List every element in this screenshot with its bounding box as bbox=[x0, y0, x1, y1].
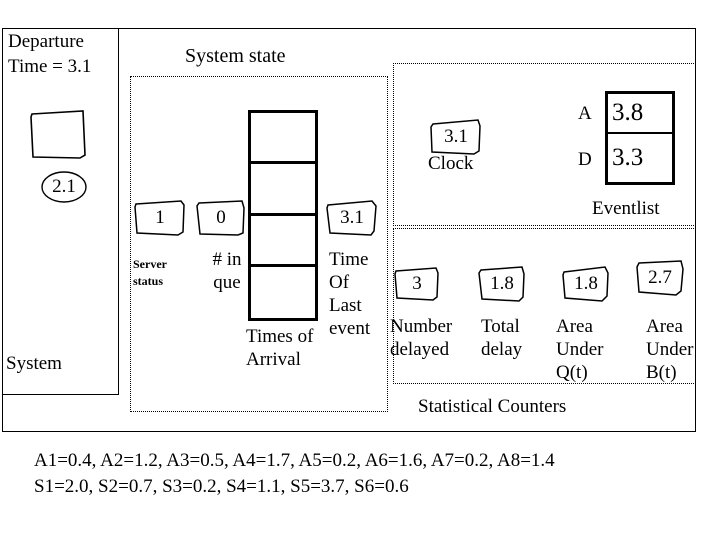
clock-caption: Clock bbox=[428, 153, 474, 174]
departure-line-2: Time = 3.1 bbox=[8, 56, 92, 77]
area-under-bt-caption: Area Under B(t) bbox=[646, 316, 694, 383]
server-rectangle bbox=[29, 107, 87, 162]
eventlist-cell-departure: 3.3 bbox=[612, 143, 644, 171]
system-state-panel bbox=[130, 76, 388, 412]
legend-arrivals: A1=0.4, A2=1.2, A3=0.5, A4=1.7, A5=0.2, … bbox=[34, 450, 555, 471]
system-state-title: System state bbox=[185, 45, 286, 67]
legend: A1=0.4, A2=1.2, A3=0.5, A4=1.7, A5=0.2, … bbox=[34, 448, 694, 500]
num-in-queue-box: 0 bbox=[196, 199, 246, 237]
server-status-box: 1 bbox=[134, 199, 186, 237]
queue-cell bbox=[251, 267, 315, 318]
area-under-qt-box: 1.8 bbox=[562, 265, 610, 303]
number-delayed-box: 3 bbox=[394, 265, 440, 303]
area-under-qt-caption: Area Under Q(t) bbox=[556, 316, 604, 383]
area-under-bt-value: 2.7 bbox=[648, 267, 672, 288]
server-status-caption: Server status bbox=[133, 257, 167, 288]
system-panel bbox=[2, 28, 119, 395]
queue-caption: Times of Arrival bbox=[246, 326, 314, 370]
server-box-value bbox=[29, 107, 87, 162]
eventlist-tag-arrival: A bbox=[578, 103, 592, 124]
time-of-last-event-value: 3.1 bbox=[340, 207, 364, 228]
area-under-qt-value: 1.8 bbox=[574, 273, 598, 294]
clock-box: 3.1 bbox=[430, 118, 482, 156]
queue-cell bbox=[251, 216, 315, 267]
queue-cell bbox=[251, 113, 315, 165]
area-under-bt-box: 2.7 bbox=[636, 259, 684, 297]
statistical-counters-panel bbox=[393, 228, 696, 384]
customer-in-service-value: 2.1 bbox=[52, 176, 76, 197]
clock-eventlist-panel bbox=[393, 63, 696, 226]
system-caption: System bbox=[6, 353, 62, 374]
departure-label: Departure Time = 3.1 bbox=[8, 29, 120, 79]
time-of-last-event-box: 3.1 bbox=[326, 199, 378, 237]
legend-services: S1=2.0, S2=0.7, S3=0.2, S4=1.1, S5=3.7, … bbox=[34, 476, 409, 497]
eventlist-caption: Eventlist bbox=[592, 198, 660, 219]
total-delay-caption: Total delay bbox=[481, 316, 523, 360]
number-delayed-caption: Number delayed bbox=[390, 316, 453, 360]
customer-in-service-circle: 2.1 bbox=[40, 170, 88, 204]
num-in-queue-value: 0 bbox=[216, 207, 226, 228]
clock-value: 3.1 bbox=[444, 126, 468, 147]
statistical-counters-caption: Statistical Counters bbox=[418, 396, 567, 417]
server-status-value: 1 bbox=[155, 207, 165, 228]
time-of-last-event-caption: Time Of Last event bbox=[329, 249, 371, 339]
queue-cell bbox=[251, 164, 315, 216]
eventlist-tag-departure: D bbox=[578, 149, 592, 170]
queue-stack bbox=[248, 110, 318, 321]
total-delay-value: 1.8 bbox=[490, 273, 514, 294]
total-delay-box: 1.8 bbox=[478, 265, 526, 303]
departure-line-1: Departure bbox=[8, 31, 84, 52]
eventlist-cell-arrival: 3.8 bbox=[608, 94, 672, 134]
num-in-queue-caption: # in que bbox=[212, 249, 242, 293]
eventlist-box: 3.8 3.3 bbox=[605, 91, 675, 185]
number-delayed-value: 3 bbox=[412, 273, 422, 294]
